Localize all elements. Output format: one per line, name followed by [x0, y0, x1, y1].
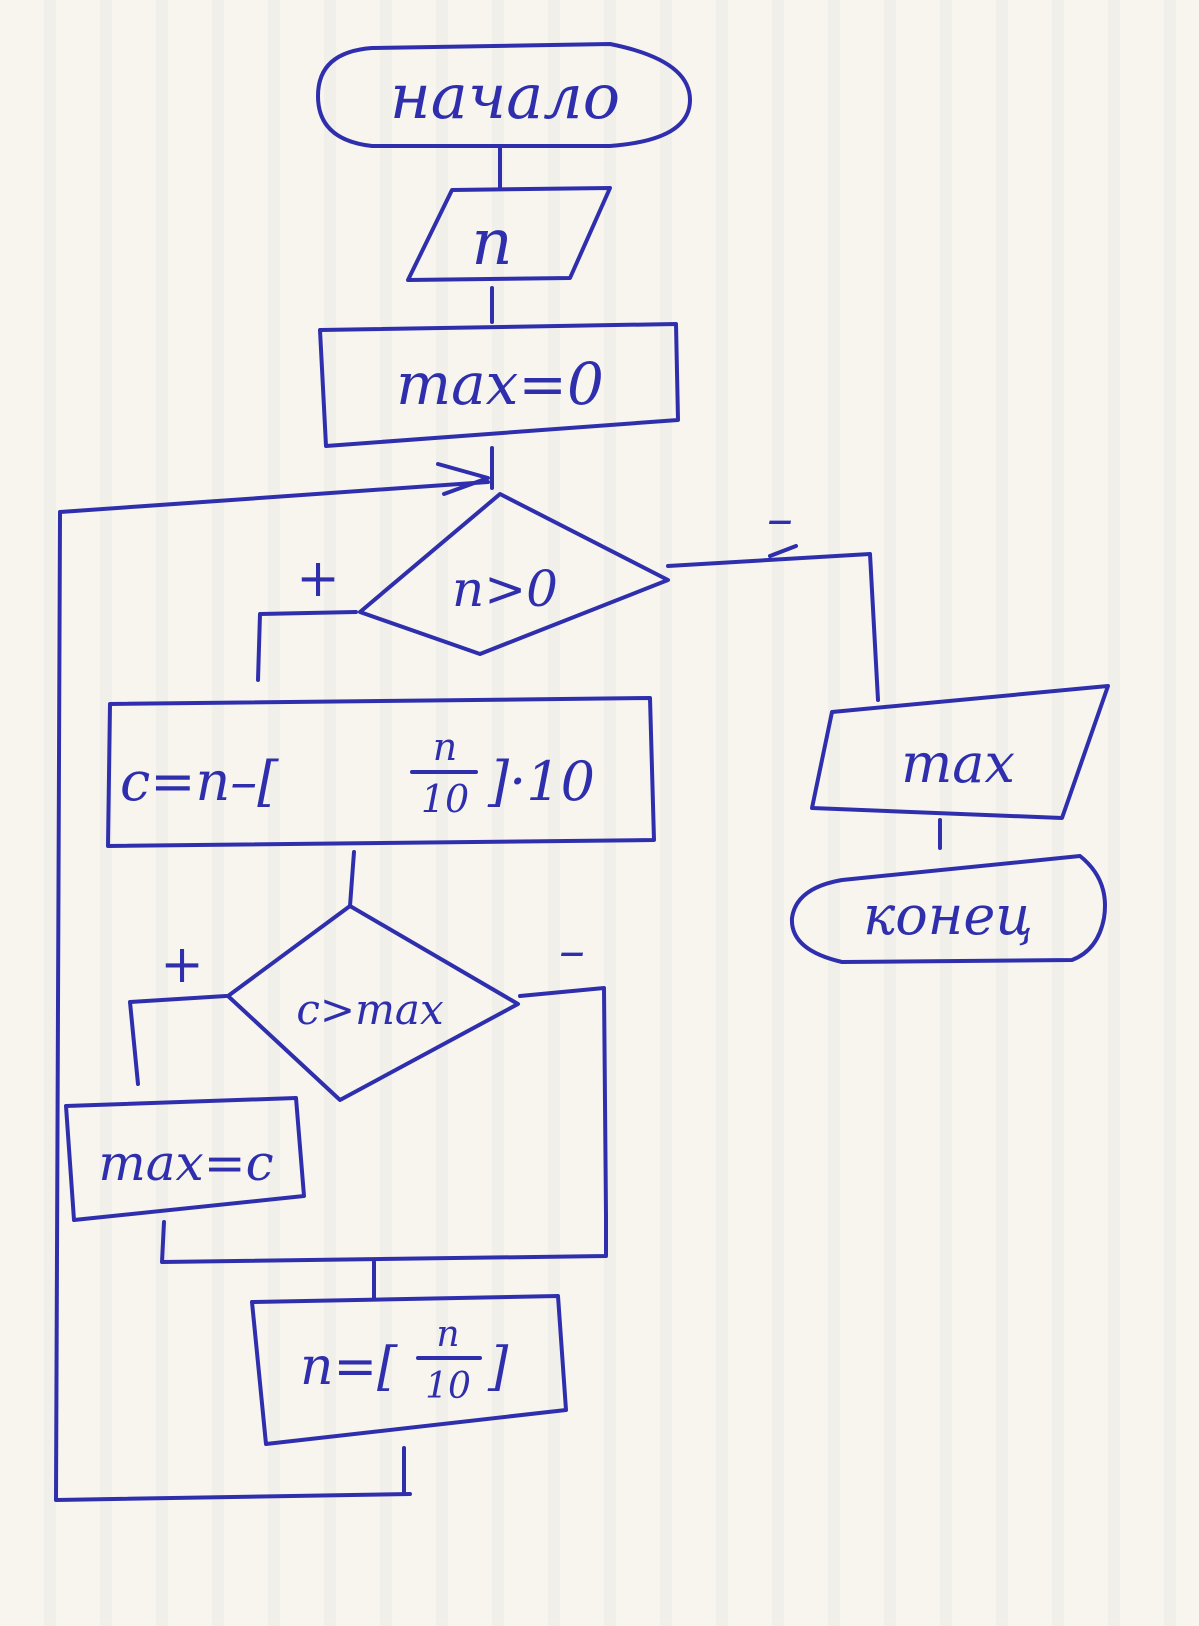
start-terminator: начало	[316, 42, 692, 148]
output-shape	[810, 684, 1110, 820]
input-shape	[406, 186, 612, 282]
loop-condition-label: n>0	[452, 560, 558, 618]
shift-shape	[250, 1294, 568, 1446]
init-label: max=0	[396, 350, 604, 418]
init-block: max=0	[318, 322, 680, 448]
input-block: n	[406, 186, 612, 282]
loop-false-label: –	[767, 489, 793, 549]
end-label: конец	[863, 884, 1033, 947]
compare-decision: c>max + –	[160, 904, 585, 1102]
shift-block: n=[ n 10 ]	[250, 1294, 568, 1446]
digit-frac-num: n	[433, 725, 457, 769]
shift-frac-den: 10	[425, 1366, 471, 1407]
digit-rhs-label: ]·10	[487, 750, 595, 813]
compare-condition-label: c>max	[296, 985, 444, 1034]
update-block: max=c	[64, 1096, 306, 1222]
start-shape	[316, 42, 692, 148]
loop-decision: n>0 + –	[296, 489, 793, 656]
digit-lhs-label: c=n–[	[120, 750, 279, 813]
update-label: max=c	[98, 1134, 273, 1192]
loop-decision-shape	[358, 492, 670, 656]
loop-back-arrowhead	[436, 462, 490, 496]
digit-shape	[106, 696, 656, 848]
digit-frac-den: 10	[421, 777, 469, 821]
shift-frac-num: n	[436, 1314, 459, 1355]
loop-true-label: +	[296, 549, 340, 609]
digit-block: c=n–[ n 10 ]·10	[106, 696, 656, 848]
loop-true-connector	[256, 610, 358, 682]
input-label: n	[471, 206, 512, 280]
compare-true-connector	[128, 994, 228, 1086]
compare-false-label: –	[559, 921, 585, 981]
output-block: max	[810, 684, 1110, 820]
end-shape	[789, 854, 1107, 964]
shift-lhs-label: n=[	[300, 1337, 398, 1397]
end-terminator: конец	[789, 854, 1107, 964]
init-shape	[318, 322, 680, 448]
shift-rhs-label: ]	[487, 1337, 509, 1397]
loop-false-connector	[666, 552, 880, 702]
loop-back-line	[54, 480, 490, 1502]
loop-false-arrowhead	[768, 544, 798, 558]
connector-digit-compare	[348, 850, 356, 908]
compare-true-label: +	[160, 935, 204, 995]
merge-connector	[160, 1214, 608, 1264]
compare-decision-shape	[226, 904, 520, 1102]
output-label: max	[901, 732, 1015, 795]
start-label: начало	[390, 60, 620, 133]
update-shape	[64, 1096, 306, 1222]
compare-false-connector	[518, 986, 608, 1218]
